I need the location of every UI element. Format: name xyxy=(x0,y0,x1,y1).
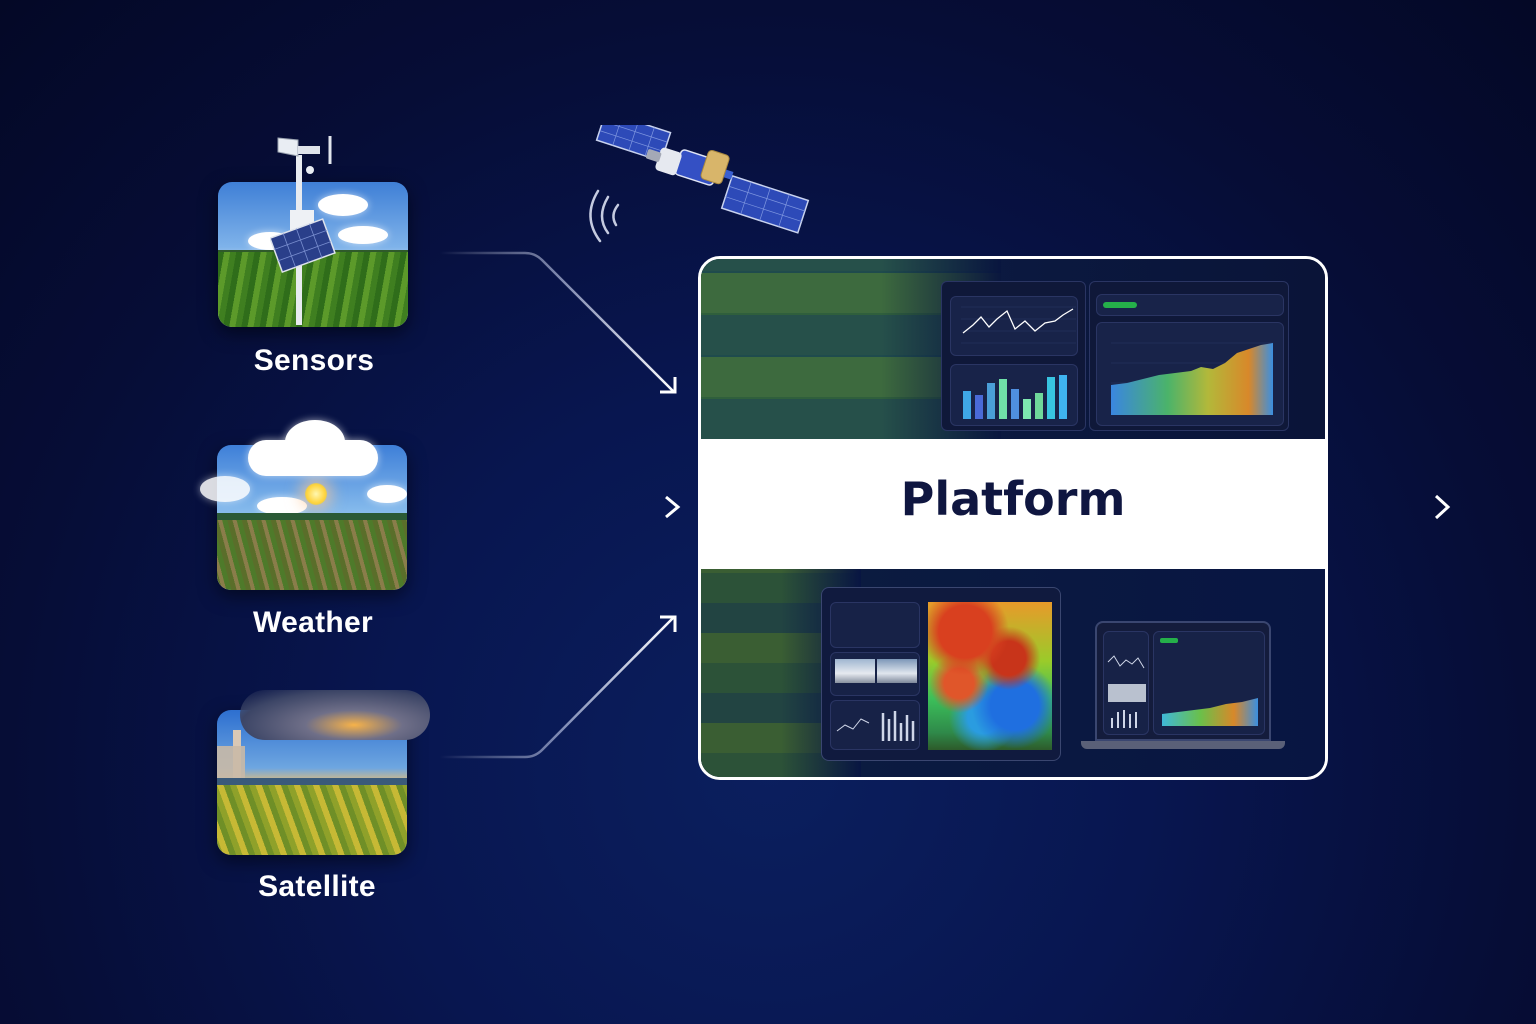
platform-bottom-visual xyxy=(701,569,1325,777)
bar-chart xyxy=(963,375,1067,419)
arrow-platform-output xyxy=(1336,494,1451,520)
laptop-device xyxy=(1095,621,1271,741)
sensors-label: Sensors xyxy=(253,344,375,377)
weather-label: Weather xyxy=(253,606,373,639)
tablet-panel-icons xyxy=(830,602,920,648)
area-heatmap-chart xyxy=(1111,342,1273,415)
platform-card: Platform xyxy=(698,256,1328,780)
arrow-weather-to-platform xyxy=(440,495,681,519)
dashboard-right xyxy=(1089,281,1289,431)
sun-icon xyxy=(305,483,327,505)
tablet-panel-images xyxy=(830,652,920,696)
satellite-label: Satellite xyxy=(258,870,376,903)
dashboard-left xyxy=(941,281,1086,431)
status-pill xyxy=(1103,302,1137,308)
arrow-sensors-to-platform xyxy=(440,251,677,394)
line-chart xyxy=(961,306,1076,344)
tablet-panel-bars xyxy=(830,700,920,750)
laptop-main-chart xyxy=(1153,631,1265,735)
platform-title-band: Platform xyxy=(701,439,1325,569)
platform-title: Platform xyxy=(900,472,1126,526)
laptop-base xyxy=(1081,741,1285,749)
ndvi-heatmap xyxy=(928,602,1052,750)
weather-station-icon xyxy=(270,136,336,325)
metric-toolbar xyxy=(1096,294,1284,316)
arrow-satellite-to-platform xyxy=(440,615,677,759)
bar-chart-panel xyxy=(950,364,1078,426)
tablet-device xyxy=(821,587,1061,761)
satellite-icon xyxy=(589,125,810,243)
laptop-sidebar-charts xyxy=(1103,631,1149,735)
platform-top-visual xyxy=(701,259,1325,439)
area-chart-panel xyxy=(1096,322,1284,426)
line-chart-panel xyxy=(950,296,1078,356)
